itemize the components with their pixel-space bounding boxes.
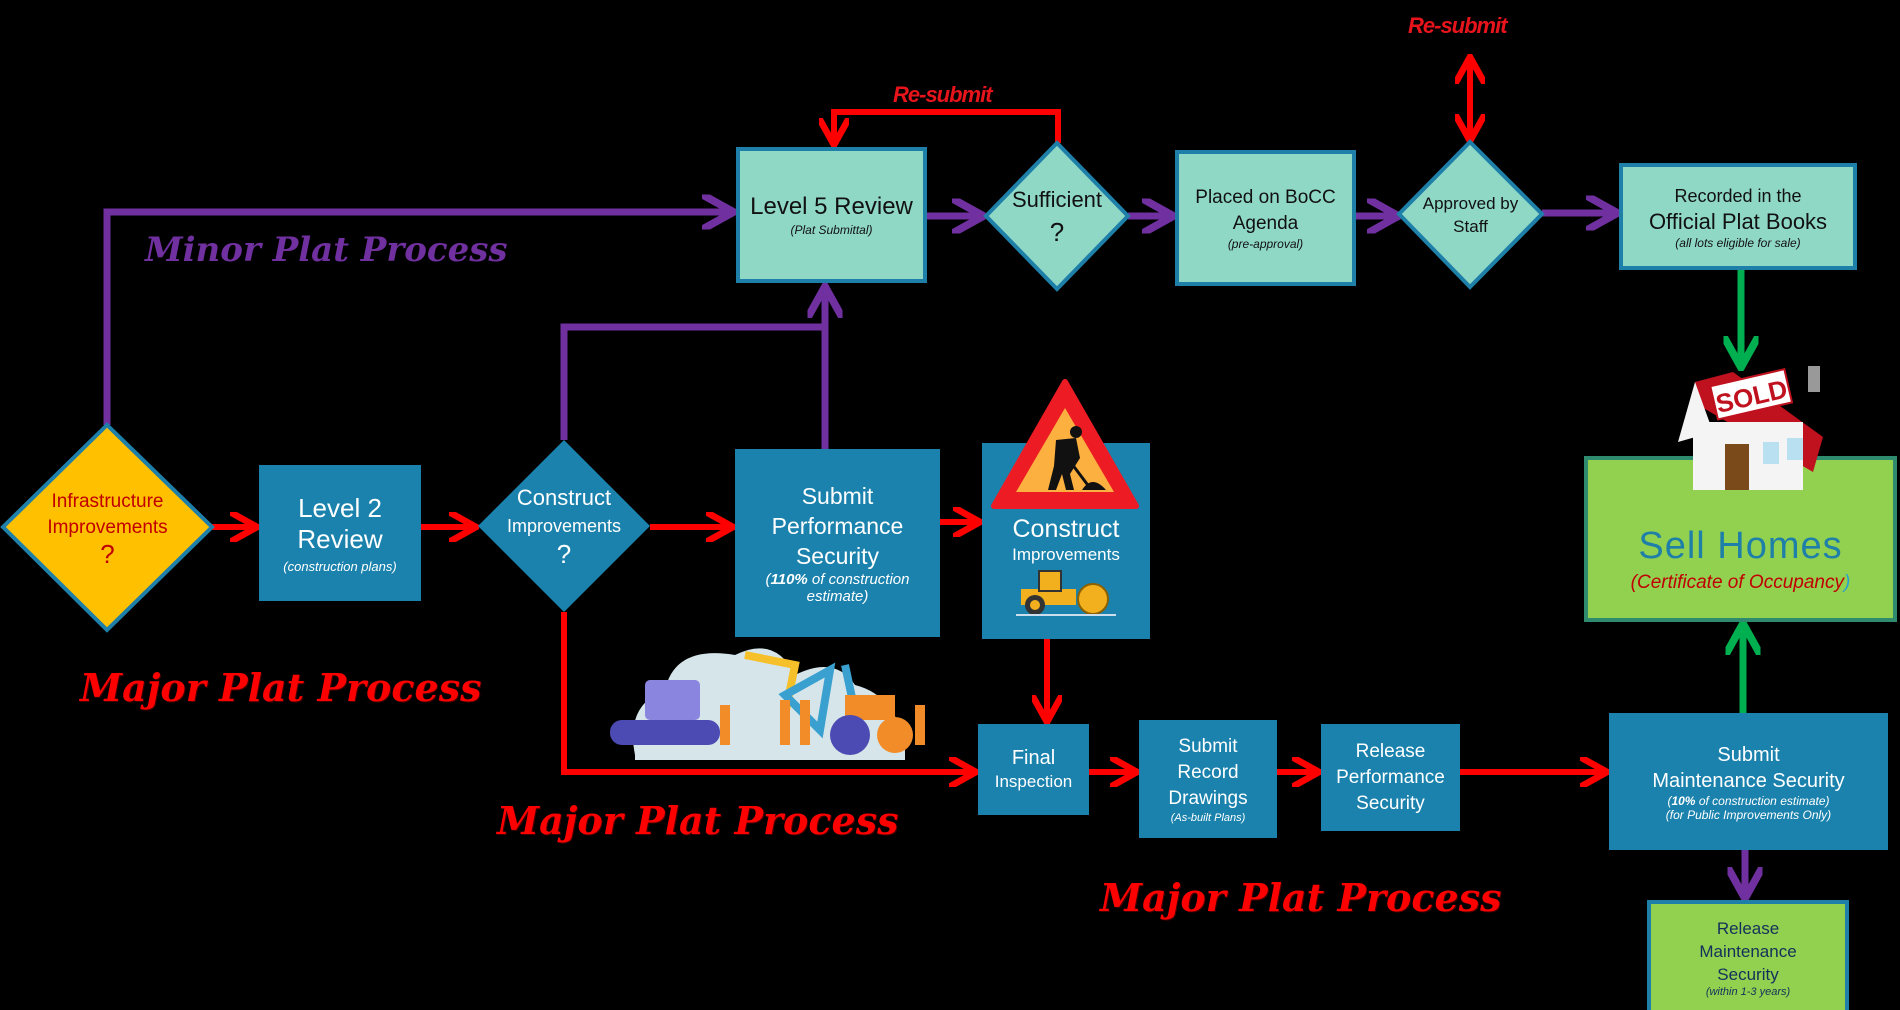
percentage: 10% xyxy=(1671,793,1696,808)
node-title: Inspection xyxy=(994,771,1073,791)
node-subtitle: of construction xyxy=(807,571,910,588)
node-title: Review xyxy=(297,523,383,554)
construct-decision-diamond xyxy=(478,440,650,612)
node-title: Final xyxy=(1011,746,1056,769)
construction-crew-illustration xyxy=(610,648,925,760)
node-subtitle: Certificate of Occupancy xyxy=(1637,571,1844,593)
node-text: Staff xyxy=(1453,216,1488,236)
approved-by-staff-decision[interactable]: Approved by Staff xyxy=(1399,142,1542,287)
construct-decision[interactable]: Construct Improvements ? xyxy=(478,440,650,612)
node-title: Level 5 Review xyxy=(750,193,913,220)
node-title: Construct xyxy=(1012,515,1120,543)
recorded-plat-books-box[interactable]: Recorded in the Official Plat Books (all… xyxy=(1619,163,1857,270)
major-plat-label: Major Plat Process xyxy=(1100,875,1502,920)
node-text: Construct xyxy=(516,485,612,510)
level5-review-box[interactable]: Level 5 Review (Plat Submittal) xyxy=(736,147,927,283)
resubmit-label: Re-submit xyxy=(1408,13,1508,38)
node-title: Record xyxy=(1177,762,1239,783)
node-text: Improvements xyxy=(506,516,622,536)
node-subtitle: (construction plans) xyxy=(283,558,397,574)
resubmit-label: Re-submit xyxy=(893,82,993,107)
performance-security-box[interactable]: Submit Performance Security (110% of con… xyxy=(735,449,940,637)
arrow-resubmit-loop xyxy=(834,109,1061,143)
node-title: Maintenance Security xyxy=(1652,769,1845,792)
node-text: Sufficient xyxy=(1011,187,1103,212)
node-title: Placed on BoCC xyxy=(1195,187,1336,208)
node-subtitle: (within 1-3 years) xyxy=(1705,986,1791,998)
release-performance-box[interactable]: Release Performance Security xyxy=(1321,724,1460,831)
node-title: Submit xyxy=(801,483,874,509)
node-subtitle: (Plat Submittal) xyxy=(790,223,873,237)
node-title: Level 2 xyxy=(298,492,382,523)
release-maintenance-box[interactable]: Release Maintenance Security (within 1-3… xyxy=(1647,900,1849,1010)
sufficient-diamond xyxy=(983,140,1131,292)
node-text: Improvements xyxy=(47,516,168,538)
question-mark: ? xyxy=(1049,217,1065,247)
maintenance-security-box[interactable]: Submit Maintenance Security (10% of cons… xyxy=(1609,713,1888,850)
node-subtitle: (all lots eligible for sale) xyxy=(1675,235,1801,250)
approved-diamond xyxy=(1396,139,1545,290)
node-text: Infrastructure xyxy=(51,490,164,512)
node-title: Security xyxy=(795,543,880,569)
node-title: Maintenance xyxy=(1699,942,1797,961)
arrow-construct-to-level5 xyxy=(560,290,825,440)
paren: ( xyxy=(765,571,771,588)
node-title: Release xyxy=(1355,740,1426,762)
major-plat-label: Major Plat Process xyxy=(80,665,482,710)
construction-warning-sign-icon xyxy=(991,379,1139,509)
record-drawings-box[interactable]: Submit Record Drawings (As-built Plans) xyxy=(1139,720,1277,838)
node-title: Security xyxy=(1717,965,1779,984)
node-title: Recorded in the xyxy=(1674,185,1802,206)
sold-house-icon: SOLD xyxy=(1678,366,1823,490)
minor-plat-label: Minor Plat Process xyxy=(145,230,508,270)
node-title: Performance xyxy=(1336,766,1445,788)
node-title: Sell Homes xyxy=(1638,524,1843,567)
node-title: Performance xyxy=(771,513,904,539)
major-plat-label: Major Plat Process xyxy=(497,798,899,843)
node-title: Drawings xyxy=(1168,788,1248,809)
node-subtitle: (As-built Plans) xyxy=(1170,812,1246,824)
node-text: Approved by xyxy=(1422,193,1519,213)
node-title: Submit xyxy=(1717,743,1780,766)
node-title: Submit xyxy=(1178,736,1238,757)
question-mark: ? xyxy=(556,539,572,569)
percentage: 110% xyxy=(770,571,808,588)
infrastructure-diamond xyxy=(0,422,215,633)
node-title: Agenda xyxy=(1232,213,1299,234)
question-mark: ? xyxy=(100,538,115,569)
infrastructure-decision[interactable]: Infrastructure Improvements ? xyxy=(3,425,212,630)
arrow-skip-to-final xyxy=(561,612,973,772)
node-title: Release xyxy=(1716,919,1780,938)
level2-review-box[interactable]: Level 2 Review (construction plans) xyxy=(259,465,421,601)
node-subtitle: (for Public Improvements Only) xyxy=(1665,807,1832,822)
node-title: Improvements xyxy=(1012,545,1120,564)
road-roller-icon xyxy=(1016,570,1116,616)
node-subtitle: of construction estimate) xyxy=(1695,793,1830,808)
sufficient-decision[interactable]: Sufficient ? xyxy=(986,143,1128,289)
node-subtitle: estimate) xyxy=(806,588,869,605)
bocc-agenda-box[interactable]: Placed on BoCC Agenda (pre-approval) xyxy=(1175,150,1356,286)
node-title: Security xyxy=(1356,792,1425,814)
node-subtitle: (pre-approval) xyxy=(1227,237,1304,251)
node-title: Official Plat Books xyxy=(1648,208,1828,234)
arrow-minor-to-level5 xyxy=(103,212,730,425)
final-inspection-box[interactable]: Final Inspection xyxy=(978,724,1089,815)
